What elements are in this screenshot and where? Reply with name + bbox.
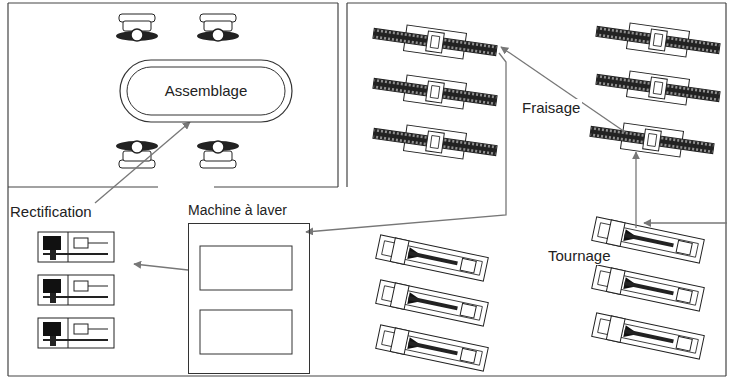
lathes xyxy=(376,217,705,371)
walls xyxy=(8,3,726,376)
area-heading: Machine à laver xyxy=(188,202,310,219)
milling-machines xyxy=(372,18,721,163)
flow-arrow xyxy=(134,264,188,270)
assembly-table: Assemblage xyxy=(120,60,292,122)
flow-arrows xyxy=(306,47,727,232)
station-name: Assemblage xyxy=(165,82,248,100)
washer-box: Machine à laver xyxy=(188,202,310,374)
washer-outline xyxy=(188,223,310,374)
flow-arrow xyxy=(95,122,190,203)
table-edge xyxy=(120,60,292,122)
area-heading: Rectification xyxy=(10,203,134,221)
washer-tanks xyxy=(200,246,292,354)
grinding-machines xyxy=(38,232,114,348)
area-label: Fraisage xyxy=(520,99,582,117)
machine-group: Rectification xyxy=(10,203,134,355)
area-label: Tournage xyxy=(546,247,613,265)
table-top xyxy=(127,67,285,115)
